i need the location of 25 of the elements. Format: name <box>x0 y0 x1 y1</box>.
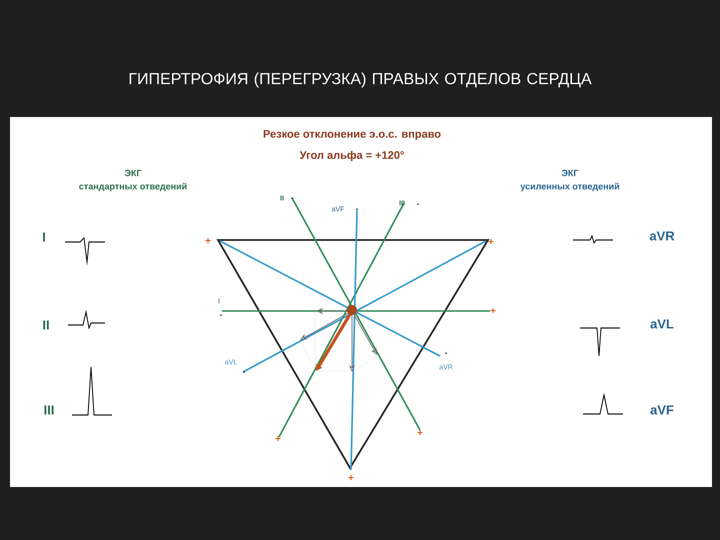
pole-sign: - <box>290 198 293 199</box>
diagram-heading: Резкое отклонение э.о.с. вправо <box>264 130 441 140</box>
pole-sign: + <box>348 475 354 480</box>
lead-label: III <box>44 406 54 414</box>
lead-label: aVL <box>650 319 674 329</box>
lead-label: aVR <box>650 231 674 241</box>
column-heading: стандартных отведений <box>79 182 187 192</box>
pole-sign: + <box>206 238 211 244</box>
diagram-title: ГИПЕРТРОФИЯ (ПЕРЕГРУЗКА) ПРАВЫХ ОТДЕЛОВ СЕРДЦА <box>130 72 592 88</box>
pole-sign: + <box>276 436 281 442</box>
pole-sign: + <box>488 239 494 244</box>
pole-sign: + <box>490 308 496 314</box>
pole-sign: - <box>444 352 447 354</box>
pole-sign: - <box>220 314 222 316</box>
pole-sign: - <box>242 372 245 373</box>
lead-label: II <box>43 320 49 330</box>
diagram-heading: Угол альфа = +120° <box>300 150 404 162</box>
column-heading: ЭКГ <box>562 170 578 176</box>
column-heading: ЭКГ <box>124 170 142 176</box>
column-heading: усиленных отведений <box>520 182 620 192</box>
lead-label: aVF <box>650 405 674 415</box>
lead-label: I <box>43 232 45 242</box>
pole-sign: + <box>418 430 423 436</box>
pole-sign: - <box>356 208 358 210</box>
pole-sign: - <box>416 204 419 205</box>
